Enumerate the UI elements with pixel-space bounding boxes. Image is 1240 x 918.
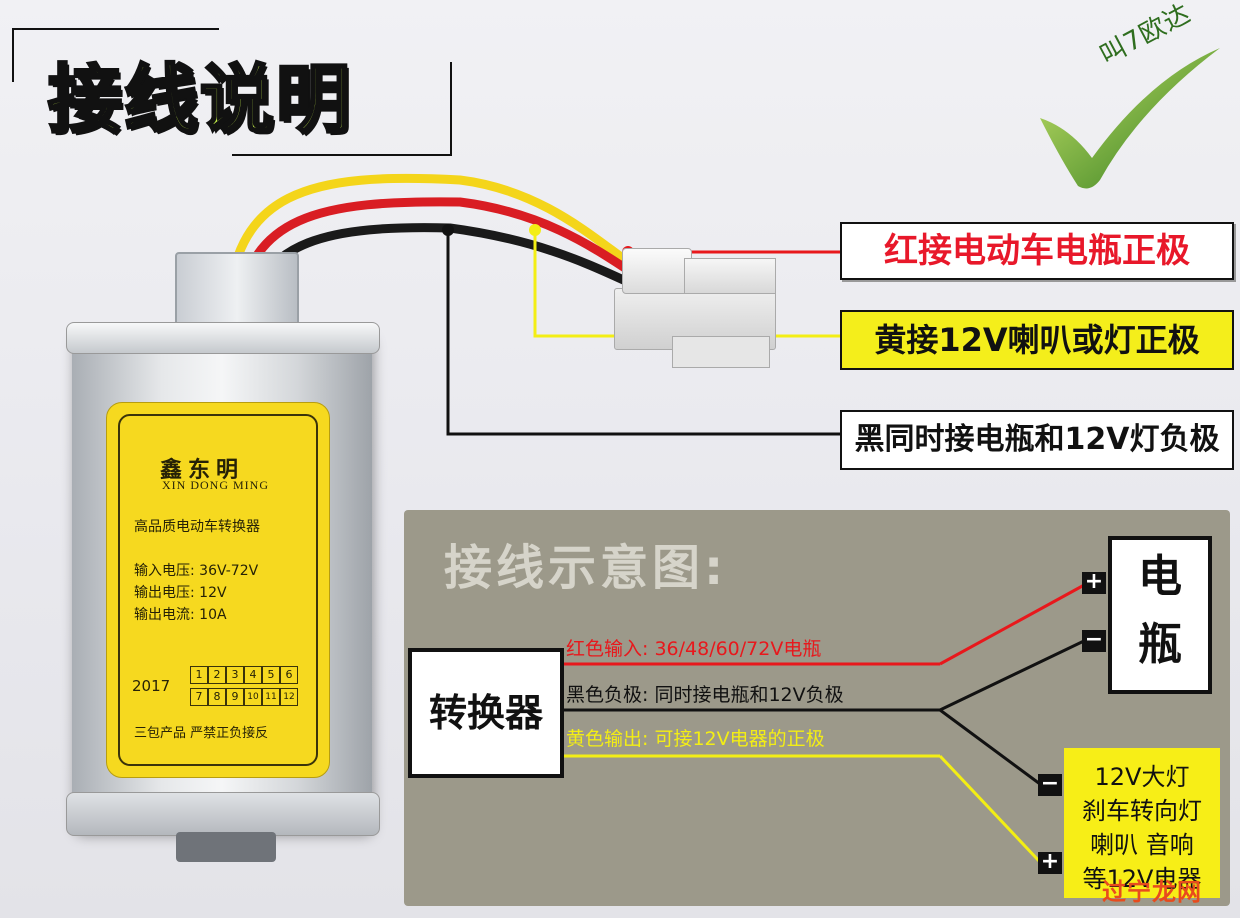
wire-label-red: 红色输入: 36/48/60/72V电瓶 xyxy=(566,638,822,660)
housing-bottom-cap xyxy=(66,792,380,836)
load-line: 喇叭 音响 xyxy=(1090,831,1194,859)
headline-frame-bottom xyxy=(232,62,452,156)
date-cell: 4 xyxy=(244,666,262,684)
callout-yellow-wire: 黄接12V喇叭或灯正极 xyxy=(840,310,1234,370)
spec-output-current: 输出电流: 10A xyxy=(134,607,227,623)
date-cell: 11 xyxy=(262,688,280,706)
battery-label-line2: 瓶 xyxy=(1138,619,1182,670)
spec-output-voltage: 输出电压: 12V xyxy=(134,585,227,601)
battery-minus-sign: − xyxy=(1082,629,1106,652)
date-cell: 8 xyxy=(208,688,226,706)
battery-box: 电 瓶 xyxy=(1108,536,1212,694)
wire-label-yellow: 黄色输出: 可接12V电器的正极 xyxy=(566,728,825,750)
date-cell: 9 xyxy=(226,688,244,706)
date-cell: 1 xyxy=(190,666,208,684)
housing-foot xyxy=(176,832,276,862)
brand-name-cn: 鑫东明 xyxy=(160,457,245,483)
date-cell: 7 xyxy=(190,688,208,706)
load-line: 等12V电器 xyxy=(1082,865,1202,893)
battery-plus-sign: + xyxy=(1082,571,1106,594)
warranty-warning: 三包产品 严禁正负接反 xyxy=(134,726,269,741)
callout-red-wire: 红接电动车电瓶正极 xyxy=(840,222,1234,280)
load-minus-sign: − xyxy=(1038,773,1062,796)
load-line: 刹车转向灯 xyxy=(1082,797,1202,825)
product-name: 高品质电动车转换器 xyxy=(134,519,260,535)
spec-input-voltage: 输入电压: 36V-72V xyxy=(134,563,259,579)
headline-frame-top xyxy=(12,28,219,82)
housing-top-cap xyxy=(66,322,380,354)
checkmark-v-logo-icon xyxy=(1040,48,1220,189)
brand-name-en: XIN DONG MING xyxy=(162,478,269,492)
date-cell: 6 xyxy=(280,666,298,684)
date-cell: 5 xyxy=(262,666,280,684)
load-line: 12V大灯 xyxy=(1094,763,1190,791)
production-year: 2017 xyxy=(132,677,171,695)
product-label xyxy=(106,402,330,778)
wire-label-black: 黑色负极: 同时接电瓶和12V负极 xyxy=(566,684,844,706)
date-cell: 3 xyxy=(226,666,244,684)
date-cell: 10 xyxy=(244,688,262,706)
converter-box: 转换器 xyxy=(408,648,564,778)
date-cell: 12 xyxy=(280,688,298,706)
product-label-border xyxy=(118,414,318,766)
load-plus-sign: + xyxy=(1038,851,1062,874)
connector-tab xyxy=(672,336,770,368)
connector-plug xyxy=(622,248,692,294)
load-box: 12V大灯 刹车转向灯 喇叭 音响 等12V电器 xyxy=(1064,748,1220,898)
callout-black-wire: 黑同时接电瓶和12V灯负极 xyxy=(840,410,1234,470)
diagram-title: 接线示意图: xyxy=(444,540,728,596)
date-cell: 2 xyxy=(208,666,226,684)
connector-latch xyxy=(684,258,776,294)
site-watermark: 过宁龙网 xyxy=(1102,878,1202,906)
battery-label-line1: 电 xyxy=(1138,551,1182,602)
headline: 接线说明 xyxy=(47,56,352,145)
